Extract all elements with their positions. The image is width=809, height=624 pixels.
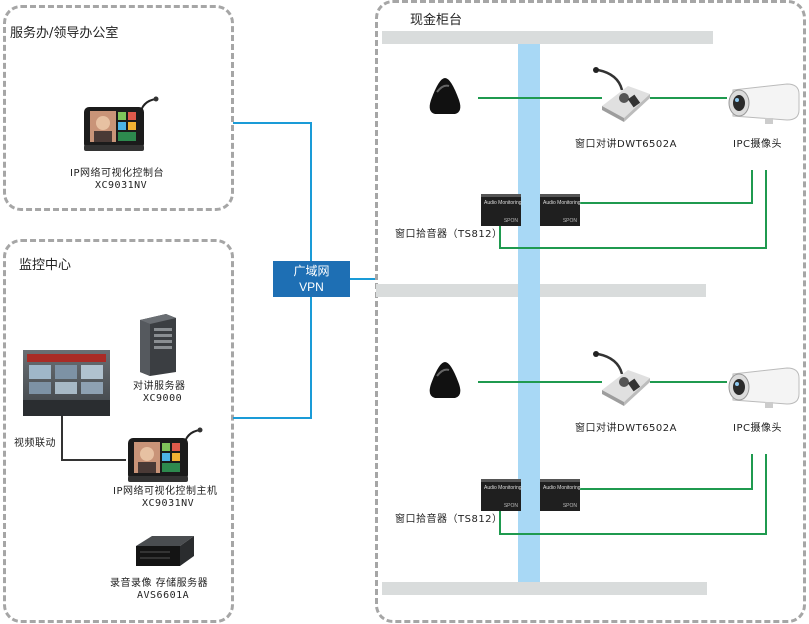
pickup-label-1: 窗口拾音器（TS812） xyxy=(395,229,503,240)
recorder-model: AVS6601A xyxy=(137,590,190,601)
control-host-model: XC9031NV xyxy=(142,498,195,509)
wan-vpn-box: 广域网 VPN xyxy=(273,261,350,297)
video-wall-image xyxy=(23,350,110,416)
office-title: 服务办/领导办公室 xyxy=(10,26,119,41)
audio-line-1c xyxy=(580,170,753,204)
audio-box-2b: Audio Monitoring SPON xyxy=(540,479,581,511)
window-intercom-icon xyxy=(593,67,650,122)
counter-middle-bar xyxy=(376,284,706,297)
audio-box-brand: SPON xyxy=(562,503,577,509)
video-link-line xyxy=(61,416,126,461)
audio-line-2d xyxy=(499,454,767,535)
pickup-mic-icon xyxy=(429,362,461,398)
monitor-title: 监控中心 xyxy=(19,258,72,273)
audio-box-label: Audio Monitoring xyxy=(484,485,522,491)
audio-box-label: Audio Monitoring xyxy=(484,200,522,206)
control-console-icon xyxy=(84,96,159,151)
wan-line2: VPN xyxy=(299,280,324,294)
audio-box-2a: Audio Monitoring SPON xyxy=(481,479,522,511)
control-host-icon xyxy=(128,427,203,482)
audio-box-1b: Audio Monitoring SPON xyxy=(540,194,581,226)
audio-line-1d xyxy=(499,170,767,249)
camera-label-1: IPC摄像头 xyxy=(733,139,782,150)
intercom-server-name: 对讲服务器 xyxy=(133,381,186,392)
camera-label-2: IPC摄像头 xyxy=(733,423,782,434)
window-intercom-icon xyxy=(593,351,650,406)
network-line-monitor xyxy=(233,297,312,419)
office-panel xyxy=(3,5,234,211)
audio-box-label: Audio Monitoring xyxy=(543,200,581,206)
monitor-center-panel xyxy=(3,239,234,623)
recorder-server-icon xyxy=(136,536,194,566)
intercom-label-1: 窗口对讲DWT6502A xyxy=(575,139,677,150)
ipc-camera-icon xyxy=(728,83,800,124)
control-host-name: IP网络可视化控制主机 xyxy=(113,486,218,497)
video-link-label: 视频联动 xyxy=(14,438,56,449)
console-model: XC9031NV xyxy=(95,180,148,191)
cash-counter-panel xyxy=(375,0,806,623)
counter-glass xyxy=(518,44,540,582)
recorder-name: 录音录像 存储服务器 xyxy=(110,578,209,589)
intercom-server-icon xyxy=(140,314,176,376)
console-name: IP网络可视化控制台 xyxy=(70,168,164,179)
network-line-office xyxy=(233,122,312,261)
audio-box-brand: SPON xyxy=(503,218,518,224)
audio-box-brand: SPON xyxy=(562,218,577,224)
pickup-label-2: 窗口拾音器（TS812） xyxy=(395,514,503,525)
ipc-camera-icon xyxy=(728,367,800,408)
counter-title: 现金柜台 xyxy=(410,13,463,28)
audio-line-2c xyxy=(580,454,753,490)
audio-box-brand: SPON xyxy=(503,503,518,509)
counter-top-bar xyxy=(382,31,713,44)
pickup-mic-icon xyxy=(429,78,461,114)
counter-bottom-bar xyxy=(382,582,707,595)
audio-box-1a: Audio Monitoring SPON xyxy=(481,194,522,226)
audio-box-label: Audio Monitoring xyxy=(543,485,581,491)
intercom-label-2: 窗口对讲DWT6502A xyxy=(575,423,677,434)
intercom-server-model: XC9000 xyxy=(143,393,183,404)
wan-line1: 广域网 xyxy=(293,264,330,278)
